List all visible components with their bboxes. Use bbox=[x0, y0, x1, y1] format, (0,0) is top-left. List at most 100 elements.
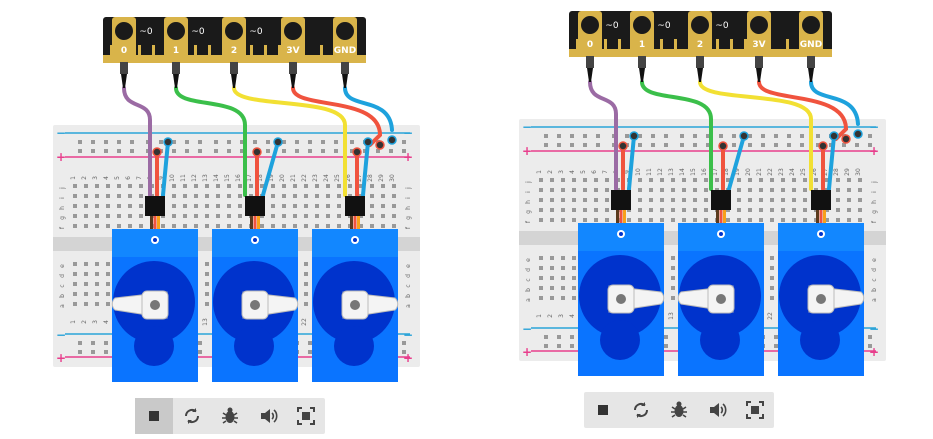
column-number: 26 bbox=[345, 174, 352, 182]
row-letter: f bbox=[59, 226, 66, 229]
restart-button[interactable] bbox=[173, 398, 211, 434]
column-number: 28 bbox=[367, 174, 374, 182]
row-letter: b bbox=[871, 288, 878, 292]
clip bbox=[697, 68, 703, 82]
pin-label: 2 bbox=[697, 40, 703, 50]
column-number: 18 bbox=[257, 174, 264, 182]
fullscreen-button[interactable] bbox=[736, 392, 774, 428]
column-number: 16 bbox=[701, 168, 708, 176]
row-letter: g bbox=[405, 216, 412, 220]
column-number: 15 bbox=[224, 174, 231, 182]
column-number: 15 bbox=[690, 168, 697, 176]
column-number: 24 bbox=[789, 168, 796, 176]
debug-button[interactable] bbox=[660, 392, 698, 428]
column-number: 6 bbox=[591, 170, 598, 174]
row-letter: d bbox=[59, 274, 66, 278]
column-number: 3 bbox=[92, 176, 99, 180]
column-number: 1 bbox=[536, 314, 543, 318]
stop-button[interactable] bbox=[584, 392, 622, 428]
row-letter: a bbox=[871, 298, 878, 302]
column-number: 5 bbox=[114, 176, 121, 180]
rail-label: − bbox=[56, 328, 66, 342]
clip bbox=[121, 74, 127, 88]
analog-mark: ~0 bbox=[249, 27, 263, 37]
row-letter: h bbox=[405, 206, 412, 210]
pin-label: 0 bbox=[121, 46, 127, 56]
row-letter: j bbox=[871, 181, 878, 184]
row-letter: h bbox=[525, 200, 532, 204]
simulator-right: −+−+−+−+11223344556677889910101111121213… bbox=[466, 0, 933, 439]
column-number: 5 bbox=[580, 170, 587, 174]
row-letter: h bbox=[59, 206, 66, 210]
row-letter: f bbox=[405, 226, 412, 229]
row-letter: j bbox=[405, 187, 412, 190]
row-letter: d bbox=[405, 274, 412, 278]
rail-label: − bbox=[522, 322, 532, 336]
column-number: 13 bbox=[668, 168, 675, 176]
rail-label: − bbox=[403, 126, 413, 140]
analog-mark: ~0 bbox=[139, 27, 153, 37]
column-number: 22 bbox=[301, 174, 308, 182]
analog-mark: ~0 bbox=[191, 27, 205, 37]
analog-mark: ~0 bbox=[605, 21, 619, 31]
fullscreen-icon bbox=[744, 399, 766, 421]
column-number: 29 bbox=[844, 168, 851, 176]
column-number: 27 bbox=[356, 174, 363, 182]
column-number: 13 bbox=[202, 174, 209, 182]
row-letter: d bbox=[525, 268, 532, 272]
row-letter: j bbox=[59, 187, 66, 190]
column-number: 17 bbox=[712, 168, 719, 176]
stop-icon bbox=[592, 399, 614, 421]
column-number: 30 bbox=[855, 168, 862, 176]
row-letter: c bbox=[871, 278, 878, 281]
column-number: 7 bbox=[602, 170, 609, 174]
stop-icon bbox=[143, 405, 165, 427]
column-number: 25 bbox=[334, 174, 341, 182]
column-number: 12 bbox=[657, 168, 664, 176]
analog-mark: ~0 bbox=[657, 21, 671, 31]
column-number: 21 bbox=[756, 168, 763, 176]
pin-label: 0 bbox=[587, 40, 593, 50]
column-number: 3 bbox=[558, 314, 565, 318]
rail-label: + bbox=[403, 150, 413, 164]
column-number: 1 bbox=[70, 176, 77, 180]
column-number: 22 bbox=[767, 312, 774, 320]
fullscreen-icon bbox=[295, 405, 317, 427]
column-number: 4 bbox=[569, 170, 576, 174]
column-number: 14 bbox=[679, 168, 686, 176]
clip bbox=[290, 74, 296, 88]
column-number: 23 bbox=[312, 174, 319, 182]
row-letter: a bbox=[59, 304, 66, 308]
row-letter: f bbox=[871, 220, 878, 223]
fullscreen-button[interactable] bbox=[287, 398, 325, 434]
column-number: 2 bbox=[547, 314, 554, 318]
column-number: 9 bbox=[624, 170, 631, 174]
column-number: 11 bbox=[180, 174, 187, 182]
column-number: 27 bbox=[822, 168, 829, 176]
volume-button[interactable] bbox=[249, 398, 287, 434]
volume-button[interactable] bbox=[698, 392, 736, 428]
column-number: 28 bbox=[833, 168, 840, 176]
rail-label: + bbox=[522, 345, 532, 359]
row-letter: h bbox=[871, 200, 878, 204]
column-number: 19 bbox=[268, 174, 275, 182]
servo bbox=[111, 196, 198, 382]
restart-button[interactable] bbox=[622, 392, 660, 428]
column-number: 16 bbox=[235, 174, 242, 182]
rail-label: − bbox=[869, 322, 879, 336]
servo bbox=[312, 196, 399, 382]
debug-button[interactable] bbox=[211, 398, 249, 434]
rail-label: + bbox=[56, 351, 66, 365]
column-number: 3 bbox=[92, 320, 99, 324]
pin-label: 1 bbox=[639, 40, 645, 50]
restart-icon bbox=[181, 405, 203, 427]
column-number: 30 bbox=[389, 174, 396, 182]
row-letter: g bbox=[59, 216, 66, 220]
row-letter: e bbox=[525, 258, 532, 262]
pin-label: 3V bbox=[752, 40, 765, 50]
row-letter: e bbox=[59, 264, 66, 268]
pin-label: 2 bbox=[231, 46, 237, 56]
stop-button[interactable] bbox=[135, 398, 173, 434]
clip bbox=[231, 74, 237, 88]
rail-label: − bbox=[56, 126, 66, 140]
